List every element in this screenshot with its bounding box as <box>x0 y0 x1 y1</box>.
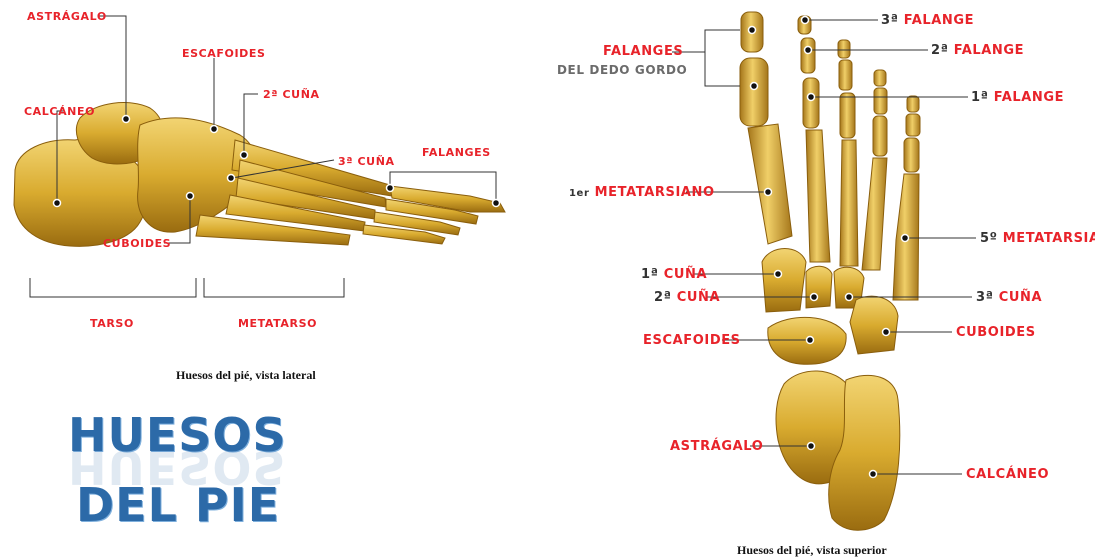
marker-dot <box>808 94 815 101</box>
label-cuna2: 2ª CUÑA <box>654 290 720 305</box>
label-falanges-superior: FALANGES <box>603 44 683 59</box>
label-cuna3: 3ª CUÑA <box>976 290 1042 305</box>
label-cuboides-superior: CUBOIDES <box>956 325 1036 340</box>
label-metatarsiano5-text: METATARSIANO <box>1003 231 1095 246</box>
caption-lateral: Huesos del pié, vista lateral <box>176 368 316 383</box>
marker-dot <box>228 175 235 182</box>
marker-dot <box>241 152 248 159</box>
label-falange3-num: 3ª <box>881 13 899 28</box>
marker-dot <box>493 200 500 207</box>
marker-dot <box>749 27 756 34</box>
label-astragalo-superior: ASTRÁGALO <box>670 439 763 454</box>
label-cuna3-text: CUÑA <box>999 290 1042 305</box>
title-line-2: DEL PIE <box>76 478 280 532</box>
marker-dot <box>808 443 815 450</box>
label-cuna3-num: 3ª <box>976 290 994 305</box>
label-calcaneo-superior: CALCÁNEO <box>966 467 1049 482</box>
label-cuboides-lateral: CUBOIDES <box>103 237 171 250</box>
caption-superior: Huesos del pié, vista superior <box>737 543 887 558</box>
second-cuneiform <box>806 266 832 308</box>
marker-dot <box>807 337 814 344</box>
label-escafoides-superior: ESCAFOIDES <box>643 333 741 348</box>
label-metatarsiano1-text: METATARSIANO <box>595 185 715 200</box>
label-falange3-text: FALANGE <box>904 13 974 28</box>
label-tarso: TARSO <box>90 317 134 330</box>
label-falanges-lateral: FALANGES <box>422 146 491 159</box>
label-cuna2-text: CUÑA <box>677 290 720 305</box>
marker-dot <box>751 83 758 90</box>
label-metatarsiano5-num: 5º <box>980 231 998 246</box>
label-falange1-num: 1ª <box>971 90 989 105</box>
marker-dot <box>846 294 853 301</box>
marker-dot <box>54 200 61 207</box>
label-falange2: 2ª FALANGE <box>931 43 1024 58</box>
marker-dot <box>775 271 782 278</box>
marker-dot <box>870 471 877 478</box>
label-del-dedo-gordo: DEL DEDO GORDO <box>557 63 687 77</box>
label-metatarsiano5: 5º METATARSIANO <box>980 231 1095 246</box>
label-cuna1-text: CUÑA <box>664 267 707 282</box>
label-astragalo-lateral: ASTRÁGALO <box>27 10 107 23</box>
label-cuna1-num: 1ª <box>641 267 659 282</box>
first-metatarsal <box>748 124 792 244</box>
label-metatarsiano1-num: 1er <box>569 188 589 199</box>
label-metatarsiano1: 1er METATARSIANO <box>569 185 715 200</box>
label-cuna3-lateral: 3ª CUÑA <box>338 155 395 168</box>
first-cuneiform <box>762 249 806 313</box>
label-cuna1: 1ª CUÑA <box>641 267 707 282</box>
label-calcaneo-lateral: CALCÁNEO <box>24 105 95 118</box>
label-escafoides-lateral: ESCAFOIDES <box>182 47 266 60</box>
marker-dot <box>902 235 909 242</box>
marker-dot <box>187 193 194 200</box>
marker-dot <box>211 126 218 133</box>
marker-dot <box>805 47 812 54</box>
marker-dot <box>802 17 809 24</box>
label-cuna2-num: 2ª <box>654 290 672 305</box>
marker-dot <box>387 185 394 192</box>
marker-dot <box>123 116 130 123</box>
label-cuna2-lateral: 2ª CUÑA <box>263 88 320 101</box>
marker-dot <box>765 189 772 196</box>
hallux-proximal-phalanx <box>740 58 768 126</box>
label-falange1: 1ª FALANGE <box>971 90 1064 105</box>
marker-dot <box>811 294 818 301</box>
label-falange3: 3ª FALANGE <box>881 13 974 28</box>
marker-dot <box>883 329 890 336</box>
label-falange2-text: FALANGE <box>954 43 1024 58</box>
cuboid <box>850 296 898 354</box>
label-falange2-num: 2ª <box>931 43 949 58</box>
superior-foot <box>740 12 920 530</box>
label-metatarso: METATARSO <box>238 317 317 330</box>
lateral-foot <box>14 103 505 247</box>
label-falange1-text: FALANGE <box>994 90 1064 105</box>
